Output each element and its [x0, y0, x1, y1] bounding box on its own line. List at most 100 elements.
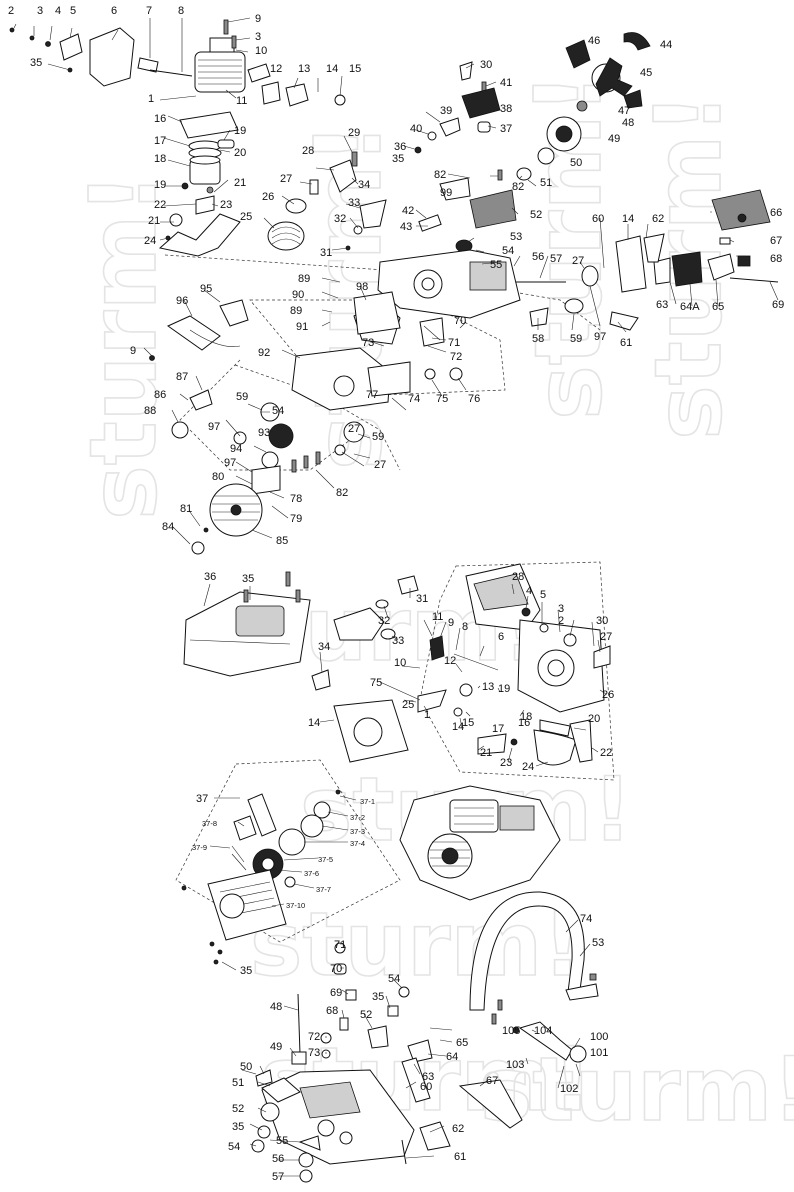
part-number-label: 82 — [336, 487, 348, 499]
part-number-label: 49 — [270, 1041, 282, 1053]
part-number-label: 5 — [70, 5, 76, 17]
part-number-label: 37 — [500, 123, 512, 135]
part-number-label: 82 — [434, 169, 446, 181]
part-number-label: 33 — [392, 635, 404, 647]
part-number-label: 37-2 — [350, 813, 365, 822]
part-number-label: 25 — [240, 211, 252, 223]
part-number-label: 27 — [280, 173, 292, 185]
part-number-label: 6 — [498, 631, 504, 643]
part-number-label: 9 — [448, 617, 454, 629]
part-number-label: 52 — [360, 1009, 372, 1021]
part-number-label: 36 — [204, 571, 216, 583]
part-number-label: 16 — [154, 113, 166, 125]
part-number-label: 92 — [258, 347, 270, 359]
part-number-label: 34 — [358, 179, 370, 191]
part-number-label: 8 — [178, 5, 184, 17]
part-number-label: 32 — [334, 213, 346, 225]
part-number-label: 14 — [326, 63, 338, 75]
part-number-label: 67 — [770, 235, 782, 247]
part-number-label: 12 — [444, 655, 456, 667]
part-number-label: 23 — [220, 199, 232, 211]
part-number-label: 20 — [234, 147, 246, 159]
part-number-label: 14 — [622, 213, 634, 225]
part-number-label: 29 — [348, 127, 360, 139]
part-number-label: 37-9 — [192, 843, 207, 852]
part-number-label: 93 — [258, 427, 270, 439]
part-number-label: 35 — [372, 991, 384, 1003]
part-number-label: 17 — [154, 135, 166, 147]
part-number-label: 24 — [144, 235, 156, 247]
part-number-label: 21 — [148, 215, 160, 227]
part-number-label: 3 — [558, 603, 564, 615]
part-number-label: 97 — [224, 457, 236, 469]
part-number-label: 52 — [232, 1103, 244, 1115]
part-number-label: 85 — [276, 535, 288, 547]
part-number-label: 62 — [652, 213, 664, 225]
part-number-label: 54 — [502, 245, 514, 257]
part-number-label: 70 — [330, 963, 342, 975]
part-number-label: 10 — [394, 657, 406, 669]
part-number-label: 18 — [154, 153, 166, 165]
part-number-label: 64 — [446, 1051, 458, 1063]
part-number-label: 32 — [378, 615, 390, 627]
part-number-label: 4 — [526, 585, 532, 597]
part-number-label: 98 — [356, 281, 368, 293]
leader-lines — [209, 795, 357, 971]
part-number-label: 35 — [240, 965, 252, 977]
part-number-label: 89 — [298, 273, 310, 285]
part-number-label: 24 — [522, 761, 534, 773]
part-number-label: 65 — [456, 1037, 468, 1049]
part-number-label: 101 — [590, 1047, 608, 1059]
part-number-label: 31 — [416, 593, 428, 605]
part-number-label: 69 — [330, 987, 342, 999]
part-number-label: 51 — [540, 177, 552, 189]
part-number-label: 84 — [162, 521, 174, 533]
part-number-label: 72 — [450, 351, 462, 363]
part-number-label: 1 — [148, 93, 154, 105]
part-number-label: 96 — [176, 295, 188, 307]
part-number-label: 11 — [236, 95, 247, 107]
part-number-label: 37-1 — [360, 797, 375, 806]
part-number-label: 9 — [255, 13, 261, 25]
part-number-label: 52 — [530, 209, 542, 221]
part-number-label: 99 — [440, 187, 452, 199]
part-number-label: 48 — [622, 117, 634, 129]
part-number-label: 62 — [452, 1123, 464, 1135]
part-number-label: 53 — [592, 937, 604, 949]
part-number-label: 63 — [656, 299, 668, 311]
part-number-label: 19 — [234, 125, 246, 137]
part-number-label: 31 — [320, 247, 332, 259]
part-number-label: 36 — [394, 141, 406, 153]
part-number-label: 37-10 — [286, 901, 305, 910]
part-number-label: 14 — [452, 721, 464, 733]
watermark-text: sturm! — [250, 893, 582, 996]
part-number-label: 55 — [490, 259, 502, 271]
part-number-label: 28 — [512, 571, 524, 583]
leader-lines — [13, 17, 779, 545]
part-number-label: 21 — [234, 177, 246, 189]
part-number-label: 90 — [292, 289, 304, 301]
part-number-label: 69 — [772, 299, 784, 311]
part-number-label: 65 — [712, 301, 724, 313]
part-number-label: 7 — [146, 5, 152, 17]
part-number-label: 25 — [402, 699, 414, 711]
part-number-label: 9 — [130, 345, 136, 357]
part-number-label: 61 — [454, 1151, 466, 1163]
part-number-label: 10 — [255, 45, 267, 57]
part-number-label: 22 — [154, 199, 166, 211]
leader-lines — [203, 583, 607, 767]
part-number-label: 60 — [420, 1081, 432, 1093]
part-number-label: 78 — [290, 493, 302, 505]
part-number-label: 20 — [588, 713, 600, 725]
part-number-label: 73 — [308, 1047, 320, 1059]
part-number-label: 56 — [272, 1153, 284, 1165]
part-number-label: 63 — [422, 1071, 434, 1083]
part-number-label: 42 — [402, 205, 414, 217]
part-number-label: 105 — [502, 1025, 520, 1037]
part-number-label: 44 — [660, 39, 672, 51]
part-number-label: 46 — [588, 35, 600, 47]
part-number-label: 86 — [154, 389, 166, 401]
part-number-label: 102 — [560, 1083, 578, 1095]
